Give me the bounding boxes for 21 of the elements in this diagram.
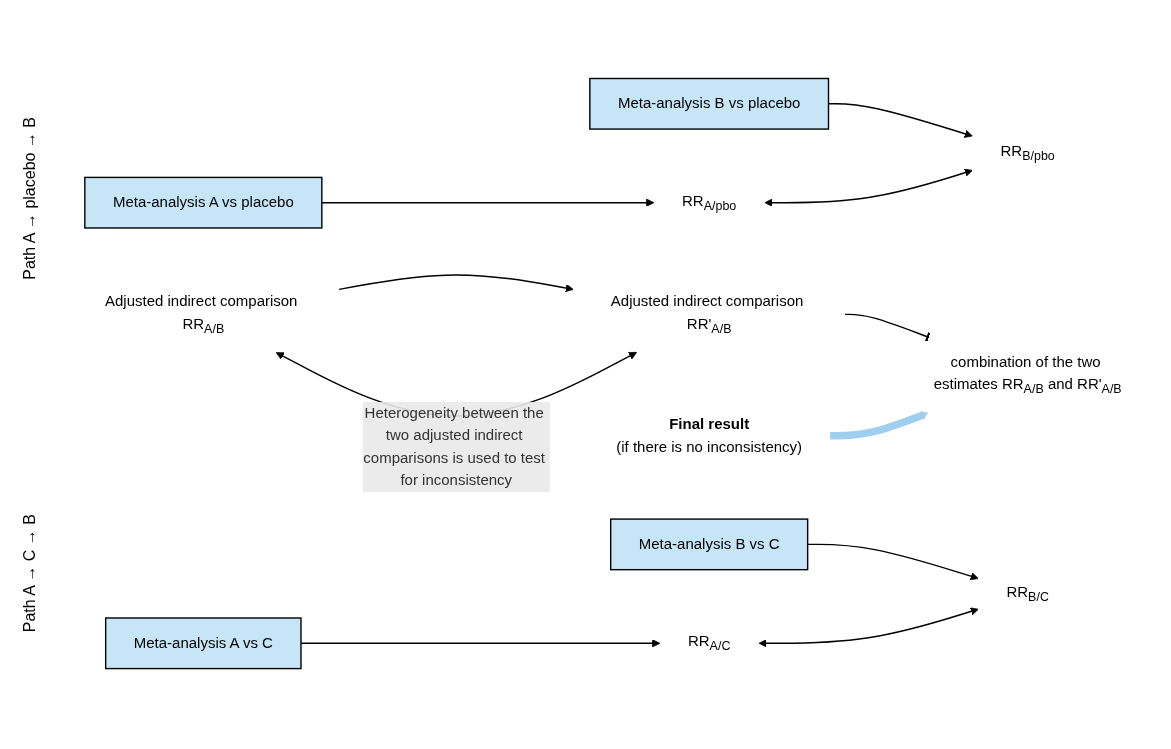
arrow <box>758 607 979 648</box>
node-text: RR$_{A/pbo}$ <box>682 193 737 213</box>
arrow <box>338 274 574 293</box>
node-text: RR$_{B/pbo}$ <box>1000 143 1055 164</box>
node-text: Adjusted indirect comparison RR'$_{A/B}$ <box>610 293 804 336</box>
node-text: RR$_{A/C}$ <box>687 633 731 654</box>
node-text: combination of the two estimates RR$_{A/B}$ and RR'$_{A/B}$ <box>933 354 1122 397</box>
arrow <box>764 168 973 208</box>
node-text: RR$_{B/C}$ <box>1006 584 1049 604</box>
node-box: Meta-analysis A vs C <box>104 617 302 670</box>
node-text: Adjusted indirect comparison RR$_{A/B}$ <box>105 293 298 336</box>
node-text: Final result (if there is no inconsistency) <box>616 416 803 455</box>
node-box: Meta-analysis B vs placebo <box>589 78 830 130</box>
path-label: Path A → placebo → B <box>21 117 39 280</box>
arrow <box>321 198 655 208</box>
node-box: Meta-analysis B vs C <box>610 518 809 571</box>
arrow <box>300 639 661 648</box>
path-label: Path A → C → B <box>21 513 39 632</box>
edge-label: Heterogeneity between the two adjusted indirect comparisons is used to test for inconsistency <box>363 405 545 489</box>
connector <box>844 313 931 343</box>
node-box: Meta-analysis A vs placebo <box>84 176 323 229</box>
